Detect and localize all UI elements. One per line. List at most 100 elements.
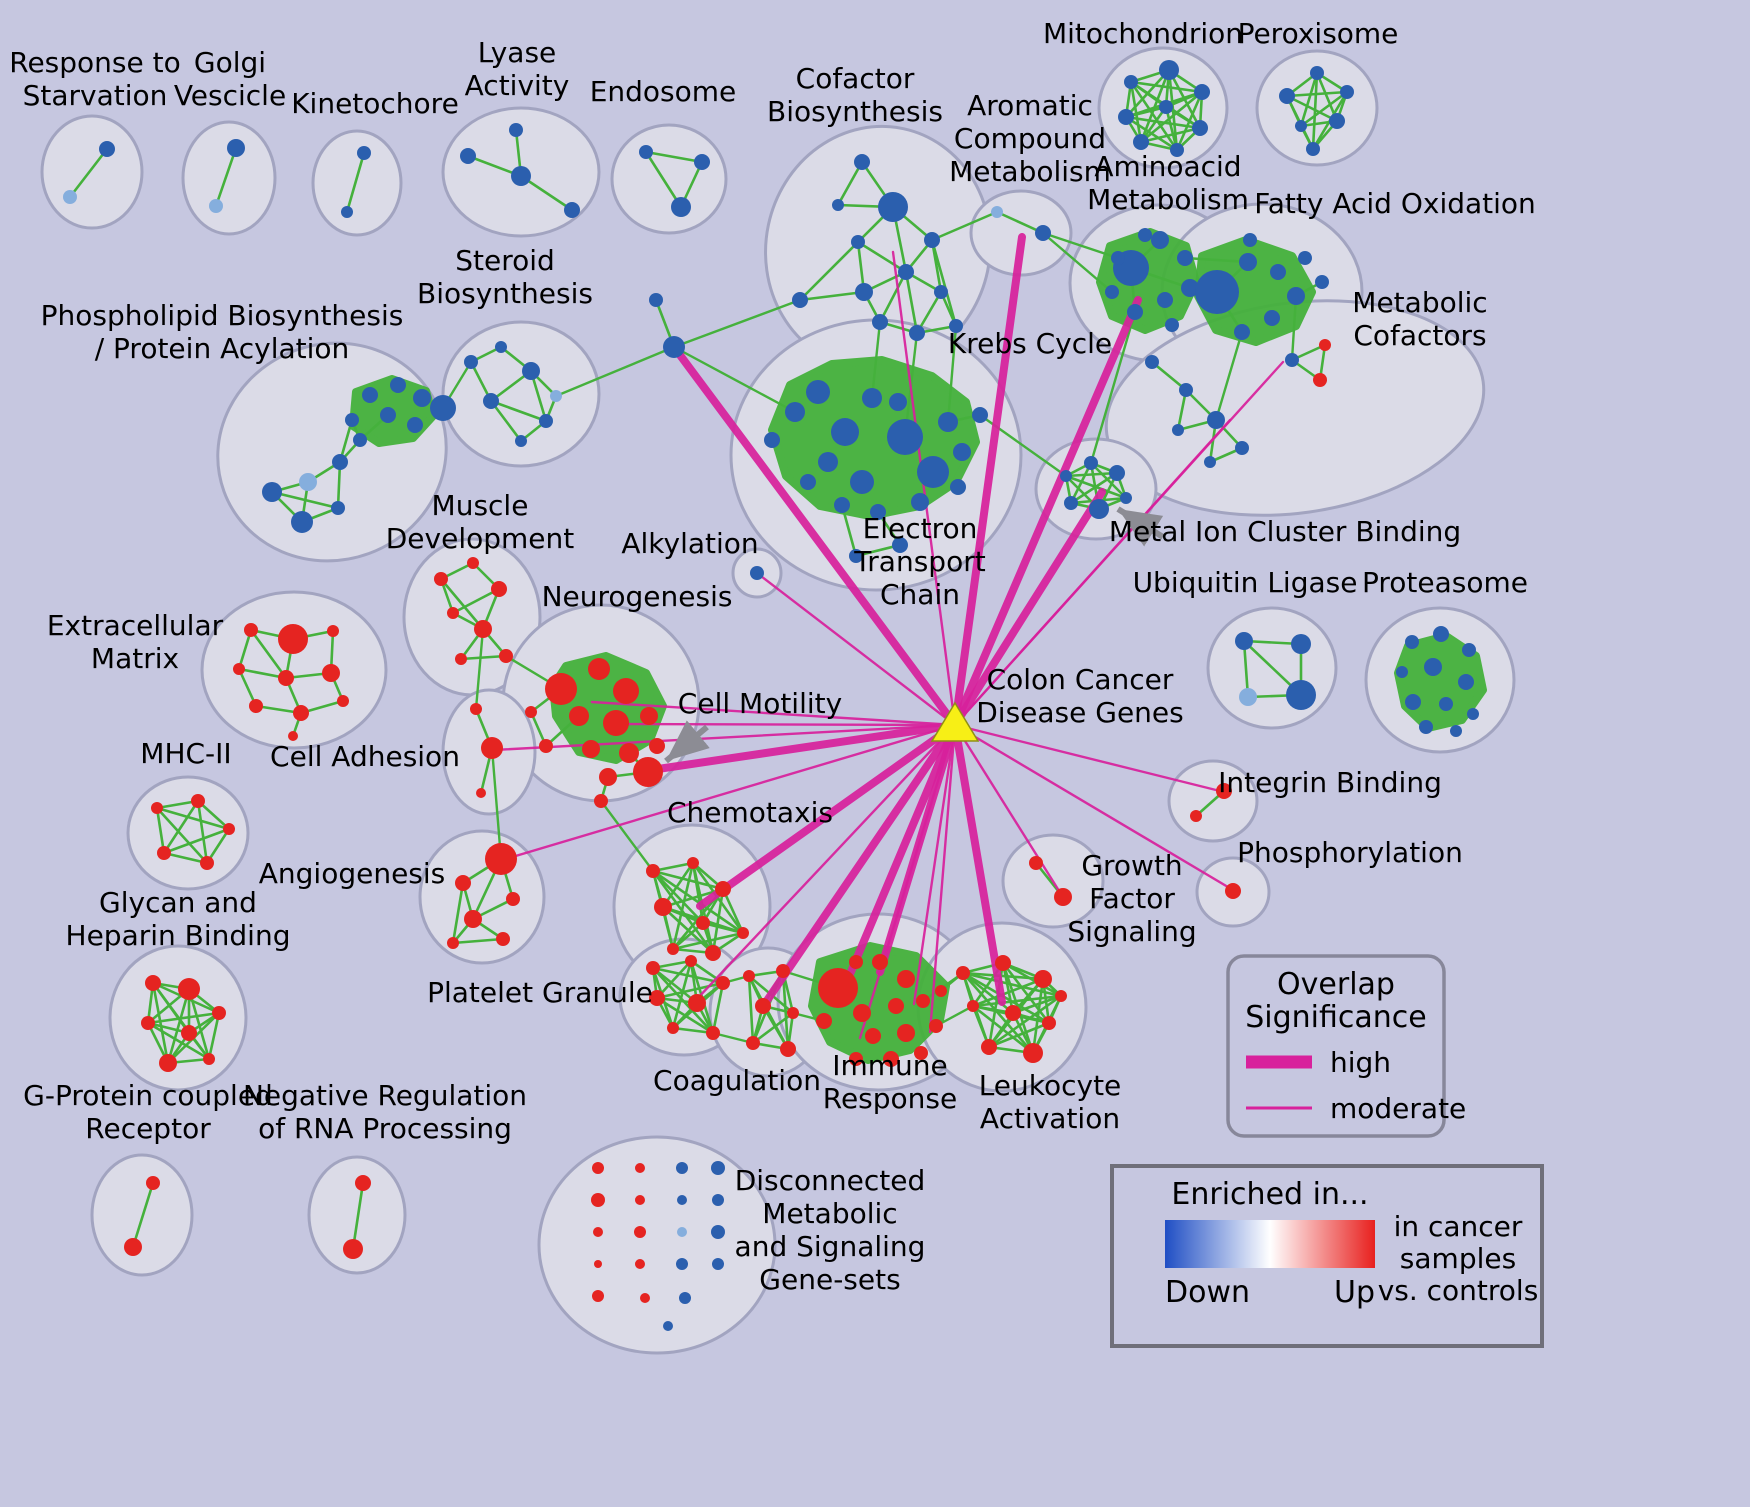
cluster-label-proteasome: Proteasome: [1362, 566, 1528, 599]
magenta-edge: [951, 721, 1006, 1006]
node: [1118, 109, 1134, 125]
node: [1060, 470, 1072, 482]
node: [203, 1053, 215, 1065]
node: [1419, 720, 1433, 734]
cluster-response-to-starvation: [40, 114, 144, 230]
node: [357, 146, 371, 160]
node: [649, 738, 665, 754]
node: [345, 413, 359, 427]
cluster-label-peroxisome: Peroxisome: [1238, 17, 1399, 50]
legend-overlap-title: Significance: [1245, 1000, 1427, 1035]
cluster-label-negative-regulation-rna: Negative Regulation: [243, 1079, 527, 1112]
legend-down-label: Down: [1165, 1275, 1250, 1310]
node: [181, 1025, 197, 1041]
node: [663, 1321, 673, 1331]
green-edge: [1064, 471, 1119, 478]
node: [293, 705, 309, 721]
node: [447, 937, 459, 949]
node: [816, 1013, 832, 1029]
node: [1120, 492, 1132, 504]
node: [1089, 499, 1109, 519]
node: [1239, 688, 1257, 706]
green-edge: [1124, 68, 1171, 119]
cluster-label-angiogenesis: Angiogenesis: [259, 857, 446, 890]
cluster-label-endosome: Endosome: [590, 75, 737, 108]
node: [157, 846, 171, 860]
node: [1157, 292, 1173, 308]
node: [460, 148, 476, 164]
node: [1192, 120, 1208, 136]
node: [1005, 1005, 1021, 1021]
node: [705, 945, 721, 961]
green-edge: [490, 746, 503, 861]
node: [1204, 456, 1216, 468]
node: [151, 802, 163, 814]
node: [209, 199, 223, 213]
magenta-edges: [492, 233, 1285, 1040]
node: [818, 452, 838, 472]
green-edge: [751, 1011, 795, 1045]
node: [667, 943, 679, 955]
node: [849, 549, 863, 563]
node: [619, 743, 639, 763]
green-edge: [671, 959, 693, 1030]
green-edge: [1124, 115, 1202, 130]
node: [995, 955, 1011, 971]
magenta-edge: [696, 721, 959, 910]
node: [322, 664, 340, 682]
node: [353, 433, 367, 447]
cluster-label-alkylation: Alkylation: [621, 527, 758, 560]
magenta-edge: [953, 723, 1226, 794]
node: [481, 737, 503, 759]
cluster-label-immune-response: Immune: [832, 1049, 948, 1082]
node: [1165, 318, 1179, 332]
node: [1313, 373, 1327, 387]
node: [878, 192, 908, 222]
node: [291, 511, 313, 533]
node: [924, 232, 940, 248]
node: [892, 537, 908, 553]
green-edge: [836, 160, 864, 207]
green-edge: [798, 290, 866, 302]
node: [676, 1162, 688, 1174]
magenta-edge: [618, 722, 957, 727]
node: [1424, 658, 1442, 676]
node: [588, 658, 610, 680]
cluster-label-golgi-vescicle: Vescicle: [174, 79, 286, 112]
node: [200, 856, 214, 870]
node: [872, 954, 888, 970]
colon-cancer-disease-genes-label: Disease Genes: [976, 696, 1184, 729]
cluster-peroxisome: [1255, 49, 1379, 167]
green-edge: [1011, 994, 1063, 1015]
cluster-label-disconnected-gene-sets: Gene-sets: [759, 1263, 900, 1296]
colon-cancer-disease-genes-node: [930, 701, 980, 742]
node: [711, 1161, 725, 1175]
node: [851, 235, 865, 249]
cell-motility-arrow: [664, 720, 710, 764]
cluster-label-growth-factor-signaling: Factor: [1089, 882, 1175, 915]
node: [706, 1026, 720, 1040]
magenta-edge: [762, 721, 959, 1006]
node: [227, 139, 245, 157]
node: [244, 623, 258, 637]
electron-transport-chain-label: Electron: [863, 512, 978, 545]
node: [1287, 287, 1305, 305]
magenta-edge: [755, 571, 957, 727]
node: [191, 794, 205, 808]
green-edge: [934, 1004, 975, 1028]
green-edge: [987, 1021, 1051, 1049]
node: [1109, 465, 1125, 481]
node: [897, 970, 915, 988]
node: [1054, 888, 1072, 906]
cluster-label-neurogenesis: Neurogenesis: [542, 580, 733, 613]
node: [1295, 120, 1307, 132]
node: [687, 857, 699, 869]
node: [1133, 134, 1149, 150]
green-edge: [930, 210, 999, 242]
cluster-label-aminoacid-metabolism: Aminoacid: [1094, 150, 1241, 183]
node: [850, 470, 874, 494]
node: [1029, 856, 1043, 870]
node: [950, 479, 966, 495]
node: [496, 932, 510, 946]
